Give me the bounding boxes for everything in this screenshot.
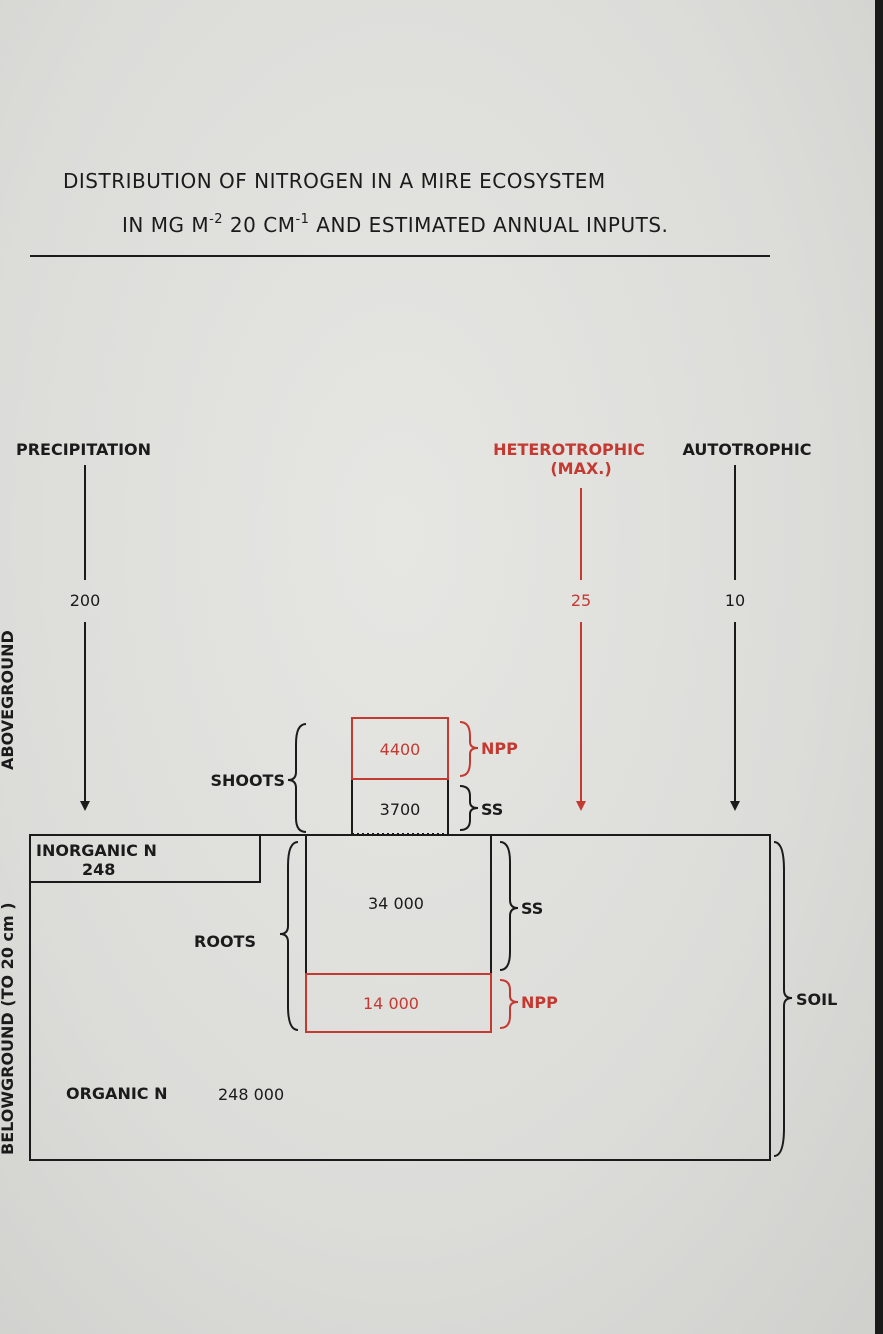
organic-n-label: ORGANIC N [66, 1084, 167, 1103]
roots-npp-value: 14 000 [363, 994, 419, 1013]
shoots-ss-value: 3700 [380, 800, 421, 819]
title-line-2-exponent-2: -1 [295, 212, 309, 227]
slide-frame-edge [875, 0, 883, 1334]
inorganic-n-label: INORGANIC N [36, 841, 157, 860]
shoots-npp-value: 4400 [380, 740, 421, 759]
heterotrophic-value: 25 [571, 591, 591, 610]
shoots-ss-label: SS [481, 800, 503, 819]
title-line-2-part-1: IN MG M [122, 213, 209, 237]
precipitation-label: PRECIPITATION [16, 440, 151, 459]
roots-ss-value: 34 000 [368, 894, 424, 913]
roots-label: ROOTS [194, 932, 256, 951]
soil-label: SOIL [796, 990, 837, 1009]
inorganic-n-box [29, 834, 261, 883]
belowground-label: BELOWGROUND (TO 20 cm ) [0, 902, 17, 1155]
autotrophic-label: AUTOTROPHIC [682, 440, 811, 459]
aboveground-label: ABOVEGROUND [0, 630, 17, 770]
shoots-npp-label: NPP [481, 739, 518, 758]
title-line-2: IN MG M-2 20 CM-1 AND ESTIMATED ANNUAL I… [122, 212, 668, 237]
title-line-2-part-3: AND ESTIMATED ANNUAL INPUTS. [309, 213, 668, 237]
soil-brace [773, 841, 793, 1157]
roots-ss-brace [499, 841, 519, 971]
shoots-npp-box [351, 717, 449, 780]
shoots-brace [287, 723, 307, 833]
heterotrophic-label: HETEROTROPHIC [493, 440, 645, 459]
heterotrophic-sublabel: (MAX.) [550, 459, 611, 478]
shoots-ss-brace [459, 785, 479, 831]
roots-npp-brace [499, 979, 519, 1029]
title-line-1: DISTRIBUTION OF NITROGEN IN A MIRE ECOSY… [63, 169, 606, 193]
autotrophic-value: 10 [725, 591, 745, 610]
roots-ss-label: SS [521, 899, 543, 918]
organic-n-value: 248 000 [218, 1085, 284, 1104]
precipitation-value: 200 [70, 591, 101, 610]
shoots-npp-brace [459, 721, 479, 777]
shoots-label: SHOOTS [210, 771, 285, 790]
inorganic-n-value: 248 [82, 860, 115, 879]
roots-npp-box [305, 973, 492, 1033]
title-line-2-exponent-1: -2 [209, 212, 223, 227]
roots-brace [279, 841, 299, 1031]
roots-npp-label: NPP [521, 993, 558, 1012]
title-line-2-part-2: 20 CM [223, 213, 295, 237]
